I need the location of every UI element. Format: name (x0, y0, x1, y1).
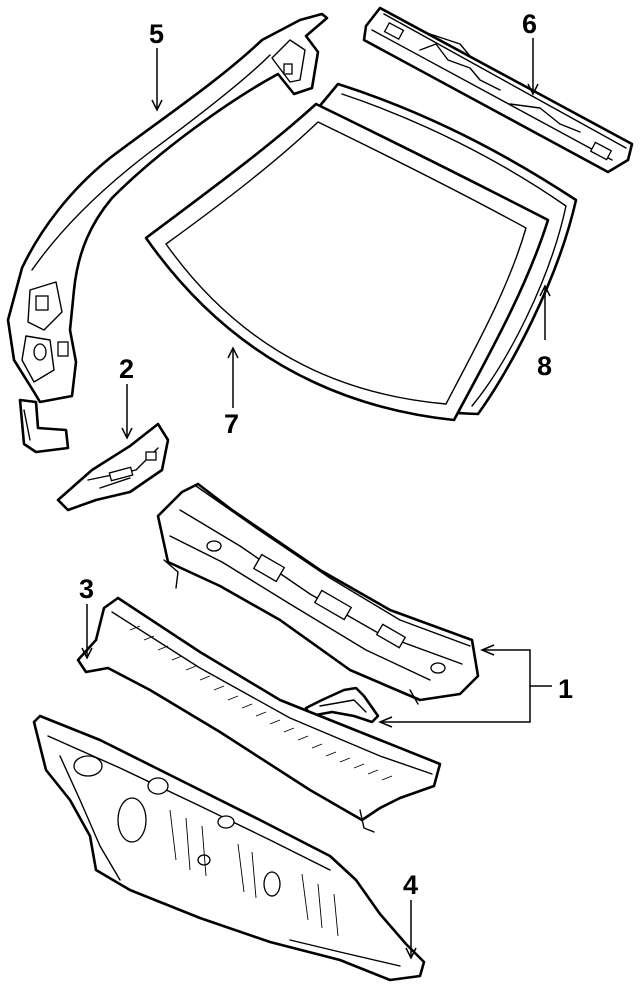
cowl-lower-panel (76, 596, 442, 833)
cowl-bracket (304, 686, 380, 724)
callout-7: 7 (224, 409, 239, 439)
callout-2: 2 (119, 354, 134, 384)
bracket (56, 422, 170, 512)
leader-lines (81, 38, 552, 960)
callout-8: 8 (537, 351, 552, 381)
callout-1: 1 (558, 674, 573, 704)
callout-3: 3 (79, 574, 94, 604)
callout-4: 4 (403, 870, 418, 900)
roof-header-panel (362, 6, 634, 174)
pillar-assembly (6, 12, 329, 454)
cowl-top-panel (156, 482, 480, 705)
callout-5: 5 (149, 19, 164, 49)
dash-panel (32, 714, 426, 982)
callout-6: 6 (522, 9, 537, 39)
windshield-glass (144, 102, 550, 422)
